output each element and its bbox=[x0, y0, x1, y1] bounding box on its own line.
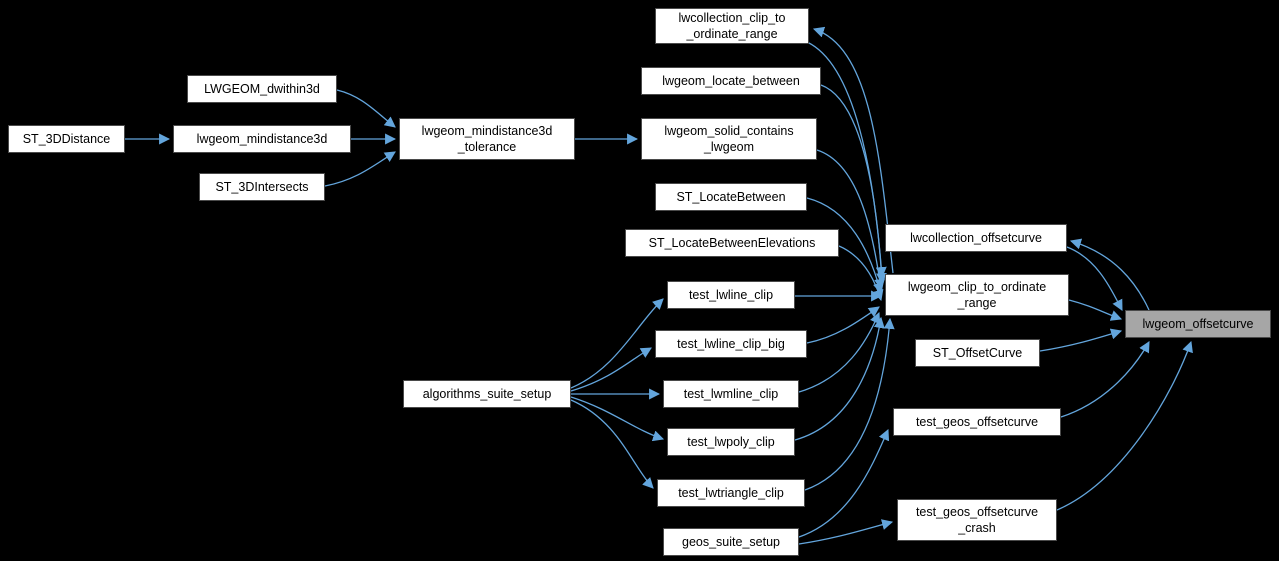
node-test_geos_offsetcurve_crash[interactable]: test_geos_offsetcurve _crash bbox=[897, 499, 1057, 541]
node-label: ST_OffsetCurve bbox=[932, 345, 1023, 360]
edge-ST_LocateBetween-to-lwgeom_clip_to_ordinate_range bbox=[806, 197, 884, 295]
node-label: lwgeom_mindistance3d _tolerance bbox=[421, 123, 553, 155]
node-label: ST_3DDistance bbox=[22, 131, 111, 146]
edge-algorithms_suite_setup-to-test_lwtriangle_clip bbox=[570, 399, 654, 489]
node-label: lwgeom_clip_to_ordinate _range bbox=[907, 279, 1047, 311]
edge-LWGEOM_dwithin3d-to-lwgeom_mindistance3d_tolerance bbox=[336, 89, 396, 128]
edge-lwgeom_clip_to_ordinate_range-to-lwgeom_offsetcurve bbox=[1068, 299, 1123, 321]
node-lwcollection_offsetcurve[interactable]: lwcollection_offsetcurve bbox=[885, 224, 1067, 252]
node-label: lwgeom_mindistance3d bbox=[196, 131, 328, 146]
node-label: ST_3DIntersects bbox=[215, 179, 309, 194]
edge-lwgeom_locate_between-to-lwgeom_clip_to_ordinate_range bbox=[820, 84, 887, 285]
node-ST_3DDistance[interactable]: ST_3DDistance bbox=[8, 125, 125, 153]
node-test_lwmline_clip[interactable]: test_lwmline_clip bbox=[663, 380, 799, 408]
node-ST_LocateBetweenElevations[interactable]: ST_LocateBetweenElevations bbox=[625, 229, 839, 257]
node-lwcollection_clip_to_ordinate_range[interactable]: lwcollection_clip_to _ordinate_range bbox=[655, 8, 809, 44]
node-LWGEOM_dwithin3d[interactable]: LWGEOM_dwithin3d bbox=[187, 75, 337, 103]
node-test_lwtriangle_clip[interactable]: test_lwtriangle_clip bbox=[657, 479, 805, 507]
node-geos_suite_setup[interactable]: geos_suite_setup bbox=[663, 528, 799, 556]
node-test_lwline_clip_big[interactable]: test_lwline_clip_big bbox=[655, 330, 807, 358]
edge-algorithms_suite_setup-to-test_lwline_clip_big bbox=[570, 347, 652, 392]
edge-geos_suite_setup-to-test_geos_offsetcurve bbox=[798, 428, 890, 538]
node-label: test_lwline_clip bbox=[688, 287, 774, 302]
edge-test_geos_offsetcurve-to-lwgeom_offsetcurve bbox=[1060, 341, 1150, 418]
node-label: test_lwline_clip_big bbox=[677, 336, 785, 351]
node-label: lwgeom_offsetcurve bbox=[1142, 316, 1254, 331]
node-lwgeom_offsetcurve[interactable]: lwgeom_offsetcurve bbox=[1125, 310, 1271, 338]
edge-test_lwpoly_clip-to-lwgeom_clip_to_ordinate_range bbox=[794, 316, 885, 441]
edge-ST_3DIntersects-to-lwgeom_mindistance3d_tolerance bbox=[324, 151, 396, 187]
node-lwgeom_solid_contains_lwgeom[interactable]: lwgeom_solid_contains _lwgeom bbox=[641, 118, 817, 160]
node-test_lwpoly_clip[interactable]: test_lwpoly_clip bbox=[667, 428, 795, 456]
node-test_lwline_clip[interactable]: test_lwline_clip bbox=[667, 281, 795, 309]
node-label: test_geos_offsetcurve bbox=[915, 414, 1039, 429]
node-lwgeom_clip_to_ordinate_range[interactable]: lwgeom_clip_to_ordinate _range bbox=[885, 274, 1069, 316]
edge-test_lwmline_clip-to-lwgeom_clip_to_ordinate_range bbox=[798, 311, 881, 393]
edge-lwgeom_offsetcurve-to-lwcollection_offsetcurve bbox=[1069, 238, 1150, 311]
edge-ST_OffsetCurve-to-lwgeom_offsetcurve bbox=[1039, 328, 1123, 352]
node-lwgeom_mindistance3d[interactable]: lwgeom_mindistance3d bbox=[173, 125, 351, 153]
node-label: LWGEOM_dwithin3d bbox=[204, 81, 320, 96]
node-label: test_lwmline_clip bbox=[683, 386, 779, 401]
edge-lwgeom_solid_contains_lwgeom-to-lwgeom_clip_to_ordinate_range bbox=[816, 149, 886, 291]
node-algorithms_suite_setup[interactable]: algorithms_suite_setup bbox=[403, 380, 571, 408]
edge-algorithms_suite_setup-to-test_lwpoly_clip bbox=[570, 396, 665, 442]
node-label: test_lwpoly_clip bbox=[687, 434, 775, 449]
node-test_geos_offsetcurve[interactable]: test_geos_offsetcurve bbox=[893, 408, 1061, 436]
node-ST_OffsetCurve[interactable]: ST_OffsetCurve bbox=[915, 339, 1040, 367]
node-lwgeom_locate_between[interactable]: lwgeom_locate_between bbox=[641, 67, 821, 95]
node-label: lwgeom_locate_between bbox=[662, 73, 800, 88]
node-label: test_lwtriangle_clip bbox=[678, 485, 784, 500]
node-label: lwcollection_offsetcurve bbox=[910, 230, 1042, 245]
node-label: geos_suite_setup bbox=[682, 534, 780, 549]
edge-lwcollection_offsetcurve-to-lwgeom_offsetcurve bbox=[1066, 246, 1123, 311]
node-ST_3DIntersects[interactable]: ST_3DIntersects bbox=[199, 173, 325, 201]
edge-test_lwtriangle_clip-to-lwgeom_clip_to_ordinate_range bbox=[804, 317, 895, 491]
edge-algorithms_suite_setup-to-test_lwline_clip bbox=[570, 298, 664, 389]
edge-geos_suite_setup-to-test_geos_offsetcurve_crash bbox=[798, 519, 894, 545]
edge-test_lwline_clip_big-to-lwgeom_clip_to_ordinate_range bbox=[806, 306, 880, 344]
node-label: algorithms_suite_setup bbox=[422, 386, 552, 401]
node-lwgeom_mindistance3d_tolerance[interactable]: lwgeom_mindistance3d _tolerance bbox=[399, 118, 575, 160]
node-label: lwgeom_solid_contains _lwgeom bbox=[664, 123, 794, 155]
node-label: lwcollection_clip_to _ordinate_range bbox=[678, 10, 786, 42]
node-label: ST_LocateBetweenElevations bbox=[648, 235, 816, 250]
edge-test_geos_offsetcurve_crash-to-lwgeom_offsetcurve bbox=[1056, 340, 1193, 511]
node-label: ST_LocateBetween bbox=[676, 189, 786, 204]
node-ST_LocateBetween[interactable]: ST_LocateBetween bbox=[655, 183, 807, 211]
node-label: test_geos_offsetcurve _crash bbox=[915, 504, 1039, 536]
